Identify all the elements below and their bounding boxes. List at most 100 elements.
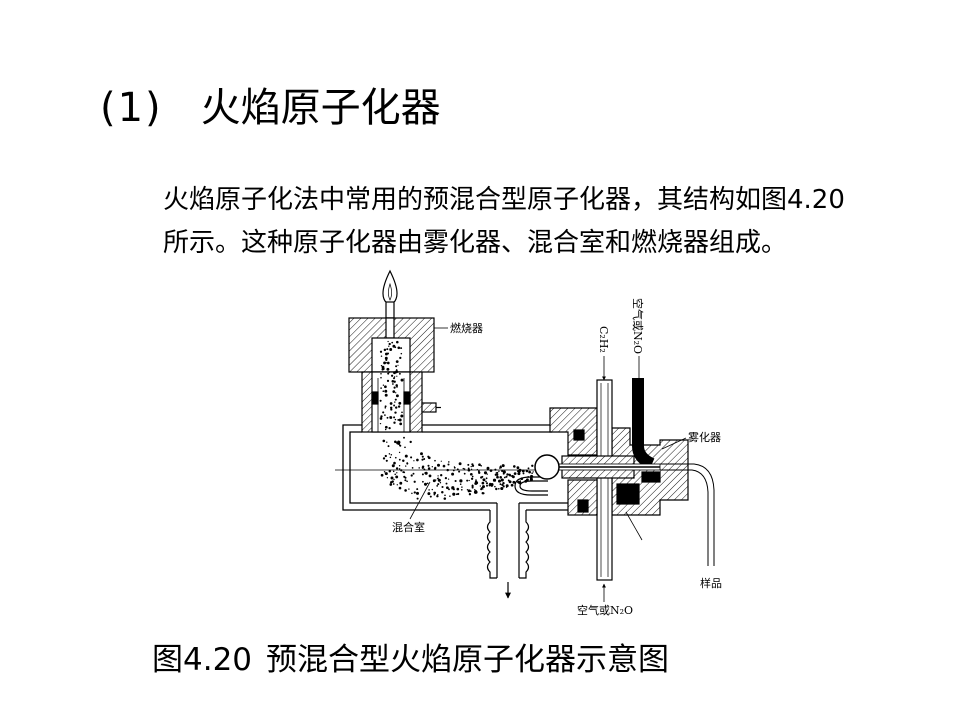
aerosol-droplet: [479, 485, 481, 487]
capillary-wall-outer: [660, 463, 715, 566]
aerosol-droplet: [512, 480, 516, 484]
aerosol-droplet: [497, 487, 500, 490]
aerosol-droplet: [482, 478, 486, 482]
aerosol-droplet: [391, 464, 395, 468]
aerosol-droplet: [382, 384, 385, 386]
aerosol-droplet: [413, 460, 415, 462]
aerosol-droplet: [400, 378, 404, 382]
aerosol-droplet: [397, 405, 401, 408]
seal-ring-right: [403, 391, 411, 405]
oxidant-tube: [632, 378, 655, 470]
aerosol-droplet: [379, 350, 383, 353]
aerosol-droplet: [392, 383, 394, 385]
aerosol-droplet: [387, 372, 390, 375]
aerosol-droplet: [413, 491, 416, 494]
aerosol-droplet: [394, 370, 398, 374]
aerosol-droplet: [532, 471, 534, 473]
aerosol-droplet: [503, 476, 506, 479]
aerosol-droplet: [458, 462, 462, 466]
aerosol-droplet: [498, 479, 501, 483]
aerosol-droplet: [531, 472, 533, 474]
premix-atomizer-diagram: 燃烧器 C₂H₂ 空气或N₂O 雾化器 混合室 样品 空气或N₂O: [335, 269, 722, 617]
aerosol-droplet: [386, 379, 390, 382]
aerosol-droplet: [381, 371, 384, 373]
aerosol-droplet: [393, 461, 396, 465]
aerosol-droplet: [489, 482, 492, 485]
aerosol-droplet: [485, 477, 488, 480]
aerosol-droplet: [454, 479, 457, 483]
aerosol-droplet: [393, 380, 396, 383]
aerosol-droplet: [462, 467, 465, 470]
aerosol-droplet: [394, 411, 397, 414]
aerosol-droplet: [384, 389, 388, 393]
title-text: 火焰原子化器: [200, 85, 441, 131]
aerosol-droplet: [442, 464, 446, 468]
aerosol-droplet: [470, 468, 473, 470]
aerosol-droplet: [471, 463, 474, 466]
aerosol-droplet: [399, 422, 403, 426]
aerosol-droplet: [427, 455, 430, 458]
aerosol-droplet: [463, 472, 466, 475]
aerosol-droplet: [456, 487, 460, 491]
aerosol-droplet: [399, 356, 402, 360]
aerosol-droplet: [395, 365, 398, 368]
aerosol-droplet: [452, 469, 455, 472]
aerosol-droplet: [395, 475, 399, 479]
aerosol-droplet: [447, 478, 450, 480]
flow-spoiler: [514, 476, 548, 496]
aerosol-droplet: [393, 421, 396, 424]
aerosol-droplet: [525, 469, 529, 473]
aerosol-droplet: [385, 362, 388, 364]
aerosol-droplet: [500, 465, 502, 467]
mixing-chamber: [342, 424, 568, 511]
aerosol-droplet: [405, 465, 407, 467]
aerosol-droplet: [386, 352, 390, 355]
label-mixing-chamber: 混合室: [392, 520, 425, 534]
aerosol-droplet: [423, 458, 426, 460]
aerosol-droplet: [501, 469, 504, 473]
aerosol-droplet: [501, 483, 504, 487]
aerosol-droplet: [398, 401, 402, 405]
aerosol-droplet: [395, 467, 399, 470]
aerosol-droplet: [467, 468, 471, 472]
aerosol-droplet: [468, 479, 470, 482]
aerosol-droplet: [521, 469, 525, 473]
aerosol-droplet: [439, 481, 442, 484]
aerosol-droplet: [494, 485, 496, 488]
aerosol-droplet: [412, 472, 415, 475]
aerosol-droplet: [463, 468, 466, 470]
aerosol-droplet: [410, 474, 413, 477]
aerosol-droplet: [384, 356, 388, 360]
aerosol-droplet: [406, 480, 408, 483]
aerosol-droplet: [499, 467, 501, 469]
aerosol-droplet: [441, 485, 444, 489]
aerosol-droplet: [380, 373, 382, 375]
aerosol-droplet: [446, 468, 449, 472]
chamber-outer-wall: [342, 424, 568, 511]
aerosol-droplet: [470, 477, 474, 480]
aerosol-droplet: [423, 482, 428, 486]
flame-core: [388, 282, 392, 301]
label-oxidant-inlet-bottom: 空气或N₂O: [577, 603, 633, 617]
aerosol-droplet: [397, 364, 399, 366]
aerosol-droplet: [423, 468, 426, 471]
aerosol-droplet: [434, 459, 436, 462]
aerosol-droplet: [502, 485, 505, 488]
drain-wall-right: [519, 510, 530, 579]
aerosol-droplet: [395, 360, 399, 363]
aerosol-droplet: [390, 374, 394, 377]
aerosol-droplet: [396, 484, 398, 486]
aerosol-droplet: [475, 479, 477, 481]
aerosol-droplet: [386, 367, 390, 371]
aerosol-droplet: [446, 486, 449, 490]
aerosol-droplet: [496, 475, 499, 479]
label-nebulizer: 雾化器: [688, 430, 721, 444]
aerosol-droplet: [401, 411, 403, 414]
body-paragraph: 火焰原子化法中常用的预混合型原子化器，其结构如图4.20 所示。这种原子化器由雾…: [163, 179, 845, 265]
aerosol-droplet: [434, 466, 437, 470]
aerosol-droplet: [486, 484, 488, 487]
aerosol-droplet: [466, 479, 469, 482]
aerosol-droplet: [429, 495, 432, 498]
aerosol-droplet: [428, 489, 430, 491]
body-line-2: 所示。这种原子化器由雾化器、混合室和燃烧器组成。: [163, 228, 788, 258]
